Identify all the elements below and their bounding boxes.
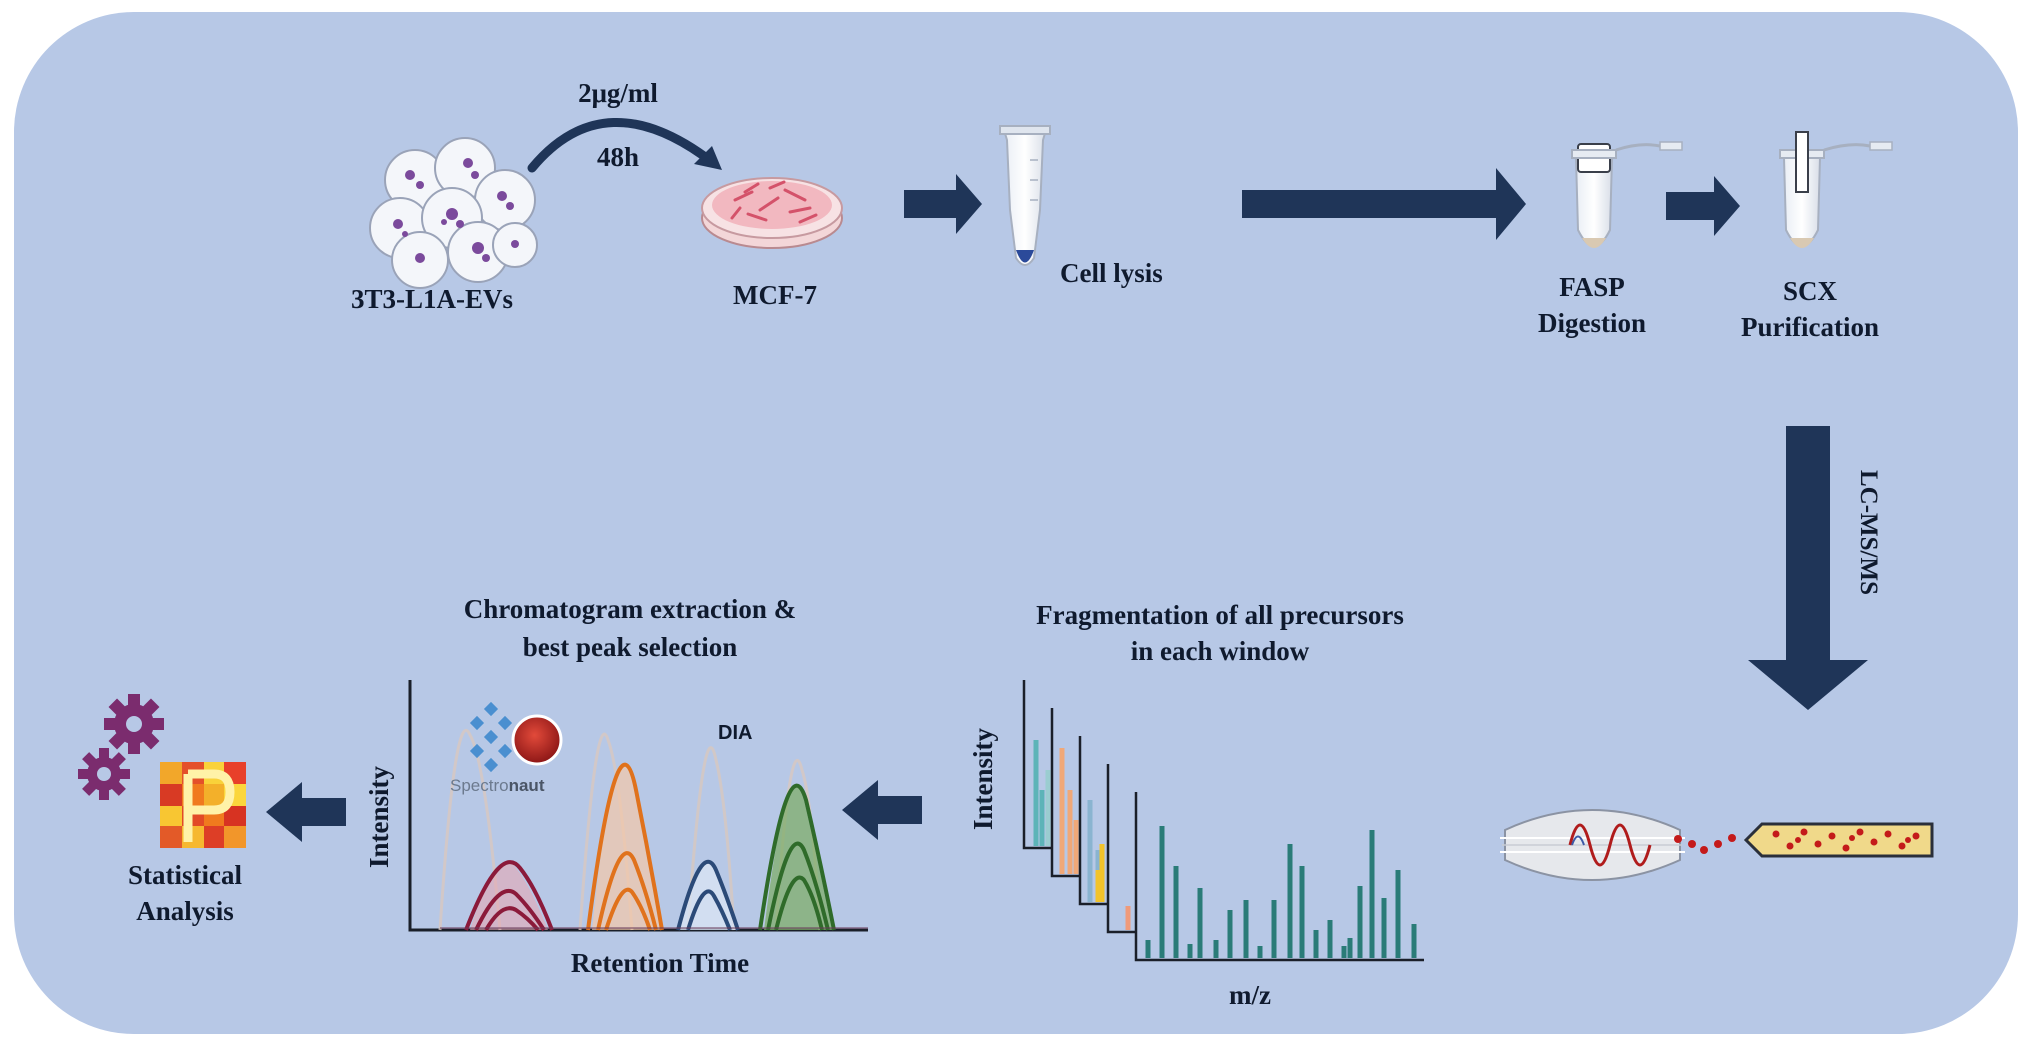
statistical-label: Statistical [128,860,242,890]
gear-icon [78,748,130,800]
arrow-to-fasp [1242,168,1526,240]
peak-maroon [464,860,554,932]
heatmap-icon [160,762,246,848]
evs-label: 3T3-L1A-EVs [350,284,513,314]
lcms-label: LC-MS/MS [1855,470,1882,595]
chromatogram-y-axis-label: Intensity [364,765,394,868]
filter-tube-icon [1779,131,1893,248]
analysis-label: Analysis [136,896,234,926]
petri-dish-icon [701,177,843,249]
treatment-arrowhead [694,146,722,170]
mcf7-label: MCF-7 [733,280,817,310]
peak-green [758,783,836,931]
scx-label: SCX [1782,276,1837,306]
fragmentation-spectra [1022,680,1424,962]
treatment-curved-arrow [527,118,717,173]
lcms-down-arrow [1748,426,1868,710]
filter-tube-icon [1571,141,1683,248]
time-label: 48h [596,142,640,172]
chromatogram [408,680,868,932]
fragmentation-y-axis-label: Intensity [968,727,998,830]
lysis-label: Cell lysis [1060,258,1163,288]
gear-icon [104,694,164,754]
arrow-to-lysis [904,174,982,234]
arrow-to-scx [1666,176,1740,236]
arrow-to-chromatogram [842,780,922,840]
chromatogram-title: Chromatogram extraction & [463,594,797,624]
arrow-to-statistics [266,782,346,842]
peak-orange [586,762,664,931]
lc-column-icon [1500,809,1934,881]
peak-navy [676,859,740,931]
tube-icon [999,125,1051,266]
spectronaut-logo-text: Spectronaut [450,776,545,795]
chromatogram-subtitle: best peak selection [522,632,738,662]
fragmentation-subtitle: in each window [1130,636,1310,666]
dose-label: 2μg/ml [578,78,658,108]
scx-purification-label: Purification [1741,312,1879,342]
fragmentation-x-axis-label: m/z [1229,980,1271,1010]
fasp-digestion-label: Digestion [1538,308,1646,338]
spectronaut-logo-icon [469,701,563,773]
chromatogram-x-axis-label: Retention Time [570,948,750,978]
ev-cluster-icon [369,137,538,289]
fasp-label: FASP [1559,272,1625,302]
fragmentation-title: Fragmentation of all precursors [1036,600,1404,630]
dia-label: DIA [718,722,753,744]
